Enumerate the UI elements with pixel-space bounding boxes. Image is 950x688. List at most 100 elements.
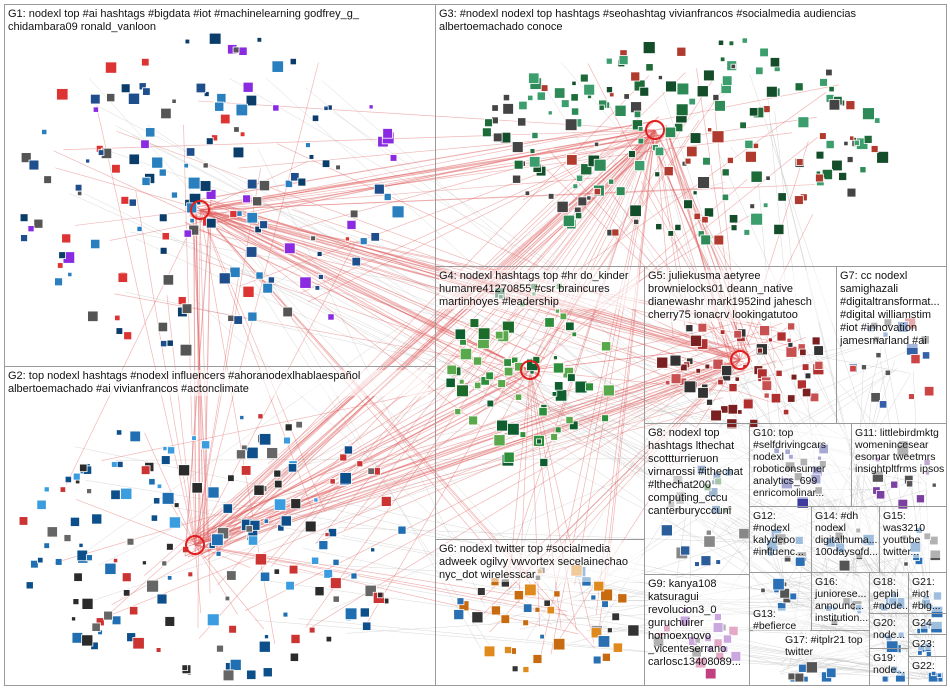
node xyxy=(518,100,528,111)
node xyxy=(155,647,162,653)
node xyxy=(614,104,627,117)
node xyxy=(141,560,147,566)
node xyxy=(777,192,787,202)
node xyxy=(325,635,333,643)
node xyxy=(482,127,492,138)
node xyxy=(703,535,716,548)
node xyxy=(72,472,81,481)
node xyxy=(128,198,137,207)
node xyxy=(304,520,317,533)
edge xyxy=(739,141,809,361)
node xyxy=(112,557,119,564)
node xyxy=(490,605,501,616)
node xyxy=(633,110,642,119)
edge xyxy=(199,177,598,211)
node xyxy=(597,635,611,648)
node xyxy=(156,593,168,605)
node xyxy=(618,55,629,66)
node xyxy=(184,38,191,45)
group-panel-g5 xyxy=(644,266,837,424)
edge xyxy=(711,472,925,540)
node xyxy=(123,331,133,341)
group-panel-g16 xyxy=(811,572,870,631)
node xyxy=(245,246,258,258)
node xyxy=(245,525,253,533)
node xyxy=(178,464,191,477)
edge xyxy=(103,359,741,619)
node xyxy=(37,556,44,564)
node xyxy=(480,376,490,386)
node xyxy=(484,118,493,128)
node xyxy=(43,486,50,493)
edge xyxy=(276,143,741,361)
node xyxy=(704,363,711,370)
node xyxy=(656,356,669,369)
node xyxy=(85,158,91,164)
node xyxy=(514,362,524,372)
node xyxy=(242,81,254,93)
node xyxy=(201,440,211,450)
edge xyxy=(186,367,531,543)
node xyxy=(120,196,130,205)
node xyxy=(759,47,769,58)
node xyxy=(700,555,712,567)
node xyxy=(825,139,835,150)
node xyxy=(728,383,738,393)
group-panel-g3 xyxy=(435,4,947,267)
node xyxy=(670,373,682,385)
node xyxy=(602,384,615,397)
node xyxy=(313,497,319,503)
edge xyxy=(518,382,929,676)
node xyxy=(572,183,579,190)
node xyxy=(853,139,860,146)
hub-node xyxy=(190,200,210,220)
node xyxy=(161,560,168,567)
group-panel-g13 xyxy=(749,572,812,631)
node xyxy=(683,199,693,210)
edge xyxy=(730,146,743,163)
node xyxy=(846,187,857,198)
node xyxy=(503,366,514,377)
edge xyxy=(199,209,521,588)
hub-node xyxy=(730,350,750,370)
group-panel-g2 xyxy=(4,366,436,686)
node xyxy=(207,486,220,499)
node xyxy=(719,329,726,335)
node xyxy=(534,606,541,613)
node xyxy=(531,132,539,140)
node xyxy=(814,360,824,370)
node xyxy=(321,159,331,168)
node xyxy=(884,369,891,376)
edge xyxy=(212,129,650,224)
node xyxy=(689,132,702,144)
node xyxy=(874,117,881,124)
node xyxy=(343,445,353,455)
edge xyxy=(547,148,741,361)
edge xyxy=(199,209,211,594)
group-panel-g19 xyxy=(869,648,909,686)
node xyxy=(54,277,63,287)
node xyxy=(477,327,491,340)
node xyxy=(349,209,359,219)
node xyxy=(132,637,145,650)
node xyxy=(146,579,159,593)
edge xyxy=(529,324,731,371)
edge xyxy=(328,359,741,588)
node xyxy=(809,392,820,403)
node xyxy=(295,420,303,429)
node xyxy=(875,352,882,359)
node xyxy=(849,364,857,373)
node xyxy=(472,356,483,366)
node xyxy=(468,415,478,426)
node xyxy=(85,554,93,562)
node xyxy=(454,408,462,416)
node xyxy=(25,581,34,590)
node xyxy=(861,364,867,371)
node xyxy=(676,82,690,96)
node xyxy=(350,572,358,580)
node xyxy=(838,559,851,572)
node xyxy=(522,603,533,613)
node xyxy=(936,672,943,678)
edge xyxy=(63,129,656,151)
node xyxy=(552,638,566,651)
